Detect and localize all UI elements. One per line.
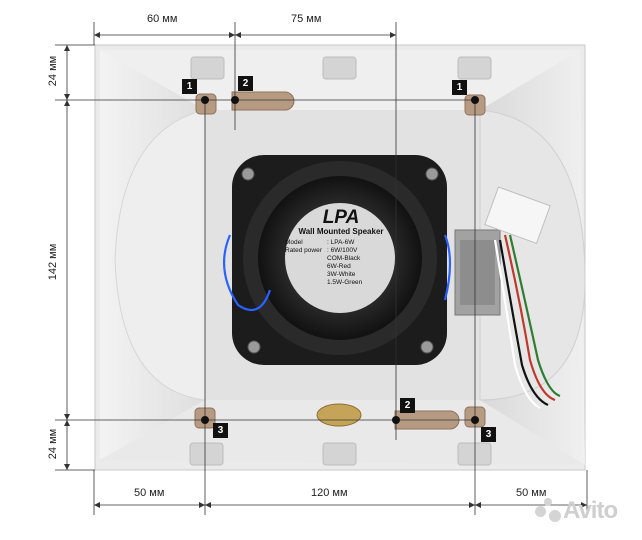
dim-left-top: 24 мм [47, 55, 59, 87]
dim-left-middle: 142 мм [47, 243, 59, 281]
dim-bottom-left: 50 мм [134, 487, 165, 499]
dim-top-middle: 75 мм [291, 13, 322, 25]
dim-bottom-right: 50 мм [516, 487, 547, 499]
right-flare [479, 109, 586, 401]
marker-1-left: 1 [182, 79, 197, 94]
label-power-value: : 6W/100V [327, 247, 358, 254]
label-model-value: : LPA-6W [327, 239, 355, 246]
marker-2-top: 2 [238, 76, 253, 91]
screw [425, 167, 439, 181]
avito-logo-icon [535, 498, 561, 524]
screw [241, 167, 255, 181]
speaker-label: LPA Wall Mounted Speaker Model : LPA-6W R… [285, 208, 397, 300]
left-flare [114, 109, 206, 401]
label-model-key: Model [285, 239, 303, 246]
label-rows: Model : LPA-6W Rated power : 6W/100V COM-B… [285, 239, 397, 287]
label-brand: LPA [322, 207, 360, 228]
marker-2-bottom: 2 [400, 398, 415, 413]
dim-top-left: 60 мм [147, 13, 178, 25]
dim-left-bottom: 24 мм [47, 428, 59, 460]
marker-3-left: 3 [213, 423, 228, 438]
screw [247, 340, 261, 354]
marker-3-right: 3 [481, 427, 496, 442]
slot-top-left [195, 93, 217, 115]
label-power-key: Rated power [285, 247, 322, 254]
vent-bottom-center [322, 442, 357, 466]
vent-top-left [190, 56, 225, 80]
screw [420, 340, 434, 354]
label-title: Wall Mounted Speaker [298, 227, 384, 236]
cert-marks [285, 255, 327, 263]
vent-bottom-right [457, 442, 492, 466]
vent-top-right [457, 56, 492, 80]
label-wire-white: 3W-White [327, 271, 356, 278]
slot-keyhole-top [231, 91, 295, 111]
label-wire-red: 6W-Red [327, 263, 351, 270]
vent-bottom-left [189, 442, 224, 466]
terminal-block [484, 186, 551, 245]
label-wire-green: 1.5W-Green [327, 279, 363, 286]
label-wire-com: COM-Black [327, 255, 361, 262]
vent-top-center [322, 56, 357, 80]
dim-bottom-middle: 120 мм [311, 487, 348, 499]
avito-watermark: Avito [535, 497, 618, 525]
sticker [316, 403, 362, 427]
avito-watermark-text: Avito [563, 497, 618, 524]
marker-1-right: 1 [452, 80, 467, 95]
